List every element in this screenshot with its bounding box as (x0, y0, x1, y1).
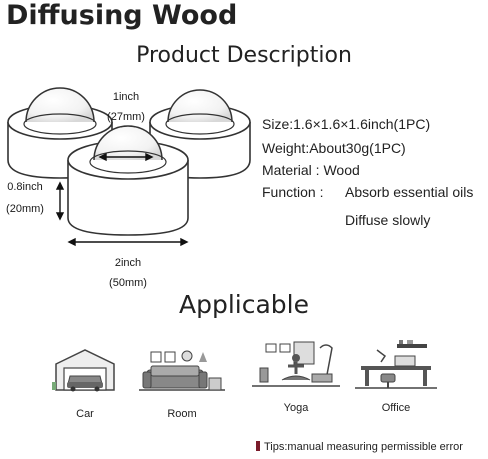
tips-accent-bar (256, 441, 260, 451)
spec-function-line1: Absorb essential oils (345, 184, 474, 200)
wood-cup-front (67, 125, 189, 236)
ball-width-mm-label: (27mm) (107, 111, 145, 123)
section-title-applicable: Applicable (179, 290, 309, 319)
applicable-item-room: Room (132, 346, 232, 420)
page-title: Diffusing Wood (6, 0, 238, 31)
ball-width-label: 1inch (112, 91, 140, 103)
section-title-product-description: Product Description (136, 43, 352, 68)
base-width-mm-label: (50mm) (109, 277, 147, 289)
car-garage-icon (52, 349, 115, 392)
applicable-item-yoga: Yoga (246, 340, 346, 414)
applicable-label-yoga: Yoga (283, 402, 309, 414)
height-mm-label: (20mm) (6, 203, 44, 215)
applicable-label-office: Office (381, 402, 411, 414)
yoga-person-icon (252, 341, 340, 387)
spec-function-line2: Diffuse slowly (345, 212, 431, 228)
spec-material: Material : Wood (262, 162, 360, 178)
applicable-item-office: Office (346, 340, 446, 414)
product-diagram: 1inch (27mm) 0.8inch (20mm) 2inch (50mm) (0, 80, 260, 300)
spec-function-label: Function : (262, 184, 324, 200)
diffuser-illustration (7, 87, 251, 247)
room-sofa-icon (139, 350, 225, 391)
applicable-icons: Car Room Yoga (0, 340, 488, 420)
wood-cup-back-left (7, 87, 113, 179)
spec-size: Size:1.6×1.6×1.6inch(1PC) (262, 116, 431, 132)
applicable-label-room: Room (167, 408, 197, 420)
spec-weight: Weight:About30g(1PC) (262, 140, 406, 156)
applicable-label-car: Car (76, 408, 94, 420)
height-label: 0.8inch (7, 181, 43, 193)
office-desk-icon (355, 340, 437, 389)
wood-cup-back-right (149, 89, 251, 179)
applicable-item-car: Car (35, 346, 135, 420)
tips-note: Tips:manual measuring permissible error (256, 441, 463, 453)
base-width-label: 2inch (114, 257, 142, 269)
